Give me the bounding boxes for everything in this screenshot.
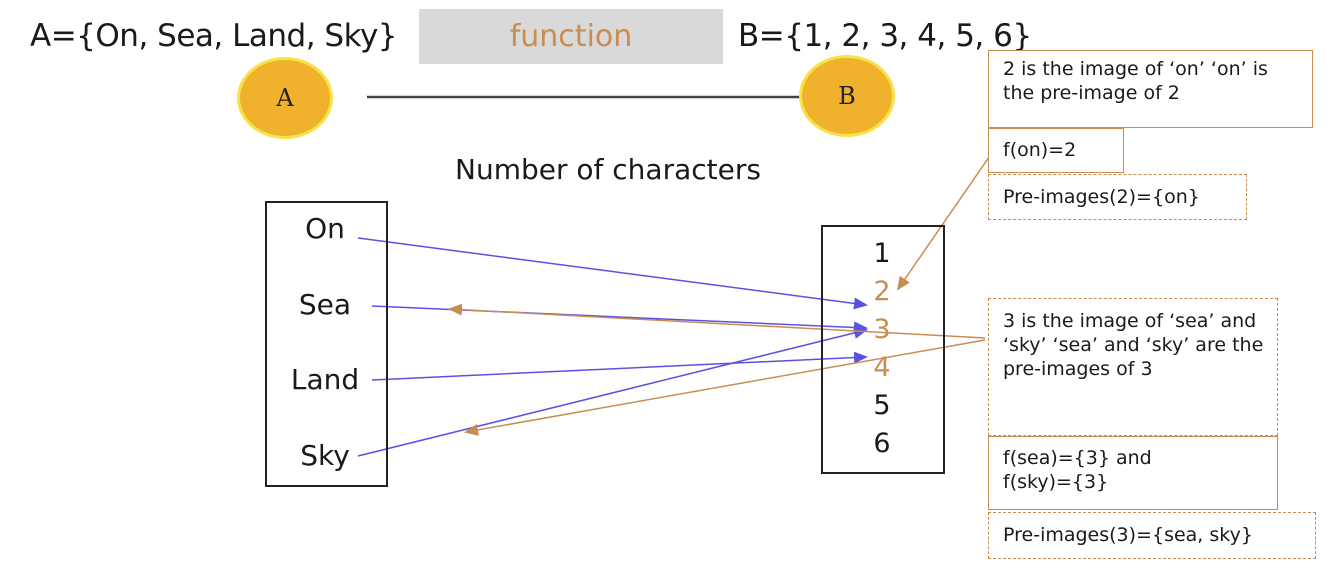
domain-element-land: Land: [290, 363, 360, 396]
domain-element-sky: Sky: [300, 439, 350, 472]
domain-set-box: [265, 201, 388, 487]
mapping-caption: Number of characters: [455, 153, 761, 186]
note-f-on: f(on)=2: [988, 128, 1124, 173]
codomain-element-2: 2: [873, 276, 891, 307]
note-f-sea-sky: f(sea)={3} and f(sky)={3}: [988, 436, 1278, 510]
domain-element-on: On: [305, 212, 345, 245]
note-preimages-2: Pre-images(2)={on}: [988, 174, 1247, 220]
mapping-sky-to-3: [357, 327, 868, 457]
codomain-element-6: 6: [873, 428, 891, 459]
codomain-element-5: 5: [873, 390, 891, 421]
mapping-sea-to-3: [371, 305, 868, 334]
node-b: B: [799, 55, 895, 137]
codomain-element-4: 4: [873, 352, 891, 383]
codomain-element-1: 1: [873, 238, 891, 269]
mapping-land-to-4: [371, 351, 868, 381]
note-preimages-3: Pre-images(3)={sea, sky}: [988, 512, 1316, 559]
domain-element-sea: Sea: [298, 288, 352, 321]
node-a: A: [237, 57, 333, 139]
function-label: function: [419, 9, 723, 64]
codomain-element-3: 3: [873, 314, 891, 345]
set-a-definition: A={On, Sea, Land, Sky}: [30, 18, 398, 54]
codomain-set-box: [821, 225, 945, 474]
note-image-sea-sky: 3 is the image of ‘sea’ and ‘sky’ ‘sea’ …: [988, 298, 1278, 436]
note-image-on: 2 is the image of ‘on’ ‘on’ is the pre-i…: [988, 50, 1313, 128]
set-b-definition: B={1, 2, 3, 4, 5, 6}: [738, 18, 1032, 54]
annotation-arrow-preimage-sky: [464, 339, 986, 436]
annotation-arrow-preimage-sea: [448, 303, 986, 339]
mapping-on-to-2: [357, 237, 868, 310]
